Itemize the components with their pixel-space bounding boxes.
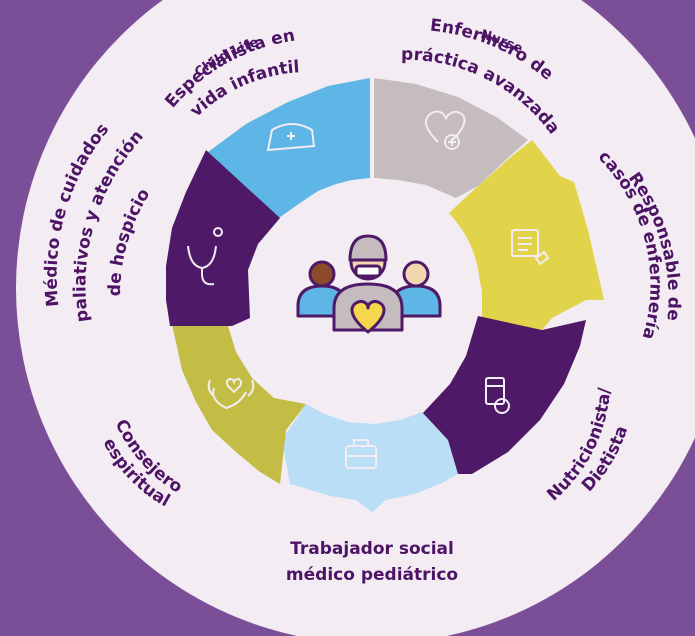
social-worker-label-line-1: Trabajador social: [290, 539, 454, 559]
segment-palliative: [166, 150, 280, 326]
briefcase-icon: [345, 439, 377, 469]
care-team-icon: [296, 234, 442, 334]
segment-chaplain: [172, 324, 306, 484]
left-person-head: [308, 260, 336, 288]
label-social-worker: Trabajador social médico pediátrico: [286, 539, 458, 585]
nurse-cap-icon: [266, 123, 316, 152]
hands-heart-icon: [207, 378, 255, 410]
social-worker-label-line-2: médico pediátrico: [286, 565, 458, 585]
center-person-mask: [354, 264, 382, 278]
heart-shape: [350, 300, 386, 334]
center-person-cap: [348, 234, 388, 262]
heart-plus-icon: [424, 110, 466, 150]
stethoscope-icon: [187, 227, 223, 286]
right-person-head: [402, 260, 430, 288]
clipboard-icon: [511, 229, 550, 266]
food-icon: [485, 377, 510, 414]
segment-social-worker: [282, 404, 458, 512]
segment-case-manager: [448, 140, 604, 330]
